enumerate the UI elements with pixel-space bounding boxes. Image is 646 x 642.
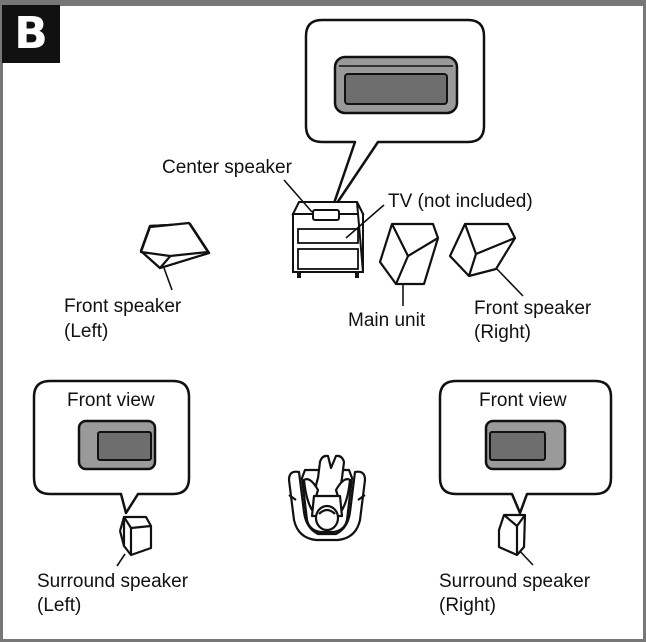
listener-icon xyxy=(287,454,367,542)
center-speaker-icon xyxy=(312,209,340,221)
surround-speaker-left-sublabel: (Left) xyxy=(37,595,82,616)
front-speaker-left-sublabel: (Left) xyxy=(64,321,109,342)
front-view-right-label: Front view xyxy=(479,390,567,411)
center-speaker-callout xyxy=(304,18,486,214)
surround-speaker-right-sublabel: (Right) xyxy=(439,595,497,616)
front-speaker-right-icon xyxy=(448,222,517,278)
surround-speaker-right-icon xyxy=(497,513,527,557)
front-speaker-left-label: Front speaker xyxy=(64,296,182,317)
front-speaker-right-label: Front speaker xyxy=(474,298,592,319)
tv-label: TV (not included) xyxy=(388,191,533,212)
surround-speaker-left-label: Surround speaker xyxy=(37,571,189,592)
front-view-left-callout xyxy=(32,379,191,515)
surround-speaker-left-icon xyxy=(118,515,153,557)
center-speaker-label: Center speaker xyxy=(162,157,292,178)
leader-lines xyxy=(116,179,534,567)
figure-badge: B xyxy=(2,5,60,63)
tv-stand-icon xyxy=(291,201,365,278)
main-unit-label: Main unit xyxy=(348,310,426,331)
front-speaker-right-sublabel: (Right) xyxy=(474,322,532,343)
front-view-left-label: Front view xyxy=(67,390,155,411)
front-view-right-callout xyxy=(438,379,613,515)
surround-left-front-icon xyxy=(77,419,157,471)
main-unit-icon xyxy=(378,222,440,286)
front-speaker-left-shape xyxy=(139,221,210,258)
center-speaker-front-icon xyxy=(333,55,459,115)
surround-right-front-icon xyxy=(484,419,567,471)
surround-speaker-right-label: Surround speaker xyxy=(439,571,591,592)
